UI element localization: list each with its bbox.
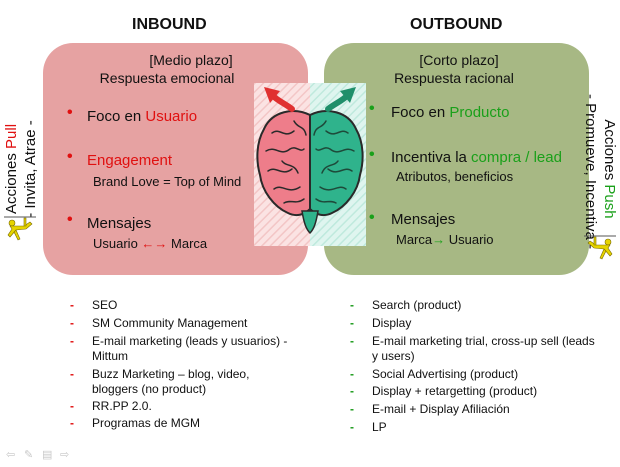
bullet-icon: • (369, 146, 375, 163)
outbound-incentive: Incentiva la compra / lead (391, 149, 562, 166)
climber-icon (582, 232, 618, 262)
outbound-messages: Mensajes (391, 211, 456, 228)
outbound-focus: Foco en Producto (391, 104, 510, 121)
next-slide-icon[interactable]: ⇨ (60, 449, 70, 461)
inbound-channel-list: -SEO -SM Community Management -E-mail ma… (70, 298, 288, 430)
double-arrow-icon: ←→ (141, 236, 168, 251)
inbound-side-label: Acciones Pull - Invita, Atrae - (3, 120, 39, 218)
previous-slide-icon[interactable]: ⇦ (6, 449, 16, 461)
bullet-icon: • (369, 100, 375, 117)
menu-icon[interactable]: ▤ (42, 449, 53, 461)
outbound-title: OUTBOUND (410, 16, 503, 33)
outbound-channel-list: -Search (product) -Display -E-mail marke… (350, 298, 595, 434)
bullet-icon: • (67, 148, 73, 165)
outbound-incentive-detail: Atributos, beneficios (396, 169, 514, 184)
bullet-icon: • (67, 104, 73, 121)
brain-icon (254, 83, 366, 246)
outbound-messages-detail: Marca→ Usuario (396, 232, 494, 247)
outbound-side-label: Acciones Push - Promueve, Incentiva - (582, 94, 618, 250)
inbound-messages: Mensajes (87, 215, 152, 232)
outbound-response: Respuesta racional (394, 70, 514, 86)
inbound-response: Respuesta emocional (99, 70, 235, 86)
inbound-focus: Foco en Usuario (87, 108, 198, 125)
pen-icon[interactable]: ✎ (24, 449, 34, 461)
arrow-right-icon: → (432, 232, 446, 247)
inbound-title: INBOUND (132, 16, 207, 33)
outbound-panel: [Corto plazo] Respuesta racional • Foco … (324, 43, 589, 275)
bullet-icon: • (369, 209, 375, 226)
climber-icon (2, 213, 38, 243)
bullet-icon: • (67, 211, 73, 228)
inbound-messages-detail: Usuario ←→ Marca (93, 236, 208, 251)
inbound-engagement-detail: Brand Love = Top of Mind (93, 174, 242, 189)
outbound-term: [Corto plazo] (419, 52, 499, 68)
inbound-term: [Medio plazo] (149, 52, 233, 68)
inbound-engagement: Engagement (87, 152, 173, 169)
